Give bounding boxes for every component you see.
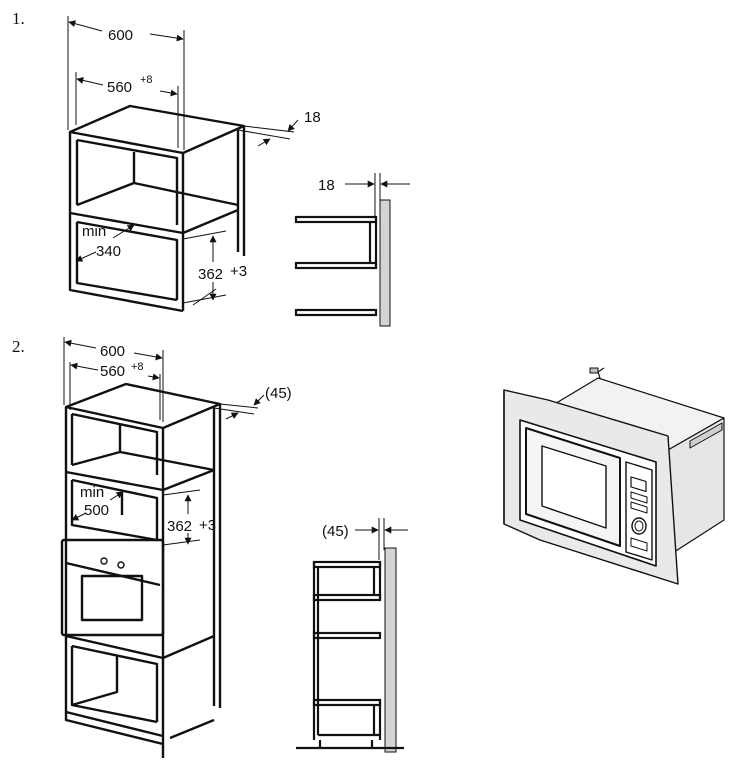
step-1-width-560-arrow-right xyxy=(159,89,178,97)
step-1-height-tolerance: +3 xyxy=(230,263,247,280)
microwave-buttons xyxy=(630,491,648,552)
step-1-min-arrow xyxy=(112,224,135,239)
step-2-tall-cabinet-outline xyxy=(60,382,222,758)
mounting-screw-icon xyxy=(589,367,599,374)
step-2-width-560-arrow-right xyxy=(147,373,160,381)
microwave-display xyxy=(630,476,647,493)
step-1-extension-lines xyxy=(67,16,185,150)
step-2-min-arrow xyxy=(109,491,124,501)
oven-knob-right-icon xyxy=(117,561,125,569)
step-1-number: 1. xyxy=(12,9,25,28)
oven-knob-left-icon xyxy=(100,557,108,565)
step-1-panel-arrow xyxy=(287,119,299,132)
step-2-width-600-arrow-right xyxy=(133,352,163,361)
step-1-panel-detail-label: 18 xyxy=(318,177,335,194)
step-1-width-outer-label: 600 xyxy=(108,27,133,44)
step-1-width-560-arrow-left xyxy=(76,77,104,86)
step-1-panel-arrow-2 xyxy=(257,138,271,147)
step-2-min-label: min xyxy=(80,484,104,501)
step-2-shelves xyxy=(312,560,382,748)
step-1-wall xyxy=(379,199,391,327)
step-2-panel-side-label: (45) xyxy=(265,385,292,402)
step-1-depth-arrow xyxy=(75,251,97,262)
step-1-width-inner-label: 560 xyxy=(107,79,132,96)
step-1-height-depth-tick xyxy=(192,288,217,306)
step-2-depth-label: 500 xyxy=(84,502,109,519)
step-1-min-label: min xyxy=(82,223,106,240)
microwave-dial-icon xyxy=(631,517,647,535)
step-2-depth-arrow xyxy=(71,512,87,521)
step-1-panel-extension xyxy=(237,125,295,140)
step-1-panel-side-label: 18 xyxy=(304,109,321,126)
step-2-wall xyxy=(384,547,397,753)
step-1-width-inner-tolerance: +8 xyxy=(140,74,153,86)
step-2-cabinet-diagram: 2. 600 560 +8 xyxy=(12,337,292,758)
step-1-height-label: 362 xyxy=(198,266,223,283)
step-2-height-extension xyxy=(162,489,201,546)
step-2-height-tolerance: +3 xyxy=(199,517,216,534)
step-2-panel-extension xyxy=(213,403,259,415)
step-1-width-600-arrow-right xyxy=(149,33,184,42)
built-in-microwave-illustration xyxy=(503,367,725,585)
step-1-cabinet-diagram: 1. 600 560 +8 xyxy=(12,9,321,313)
step-1-height-extension xyxy=(182,230,227,304)
step-2-width-560-arrow-left xyxy=(70,362,99,371)
step-2-side-detail: (45) xyxy=(296,518,408,753)
step-1-shelves xyxy=(294,215,378,317)
step-1-width-600-arrow-left xyxy=(68,20,103,32)
step-2-height-label: 362 xyxy=(167,518,192,535)
step-2-extension-lines xyxy=(63,337,164,422)
step-2-number: 2. xyxy=(12,337,25,356)
step-1-depth-label: 340 xyxy=(96,243,121,260)
step-2-width-600-arrow-left xyxy=(64,339,97,349)
step-1-side-detail: 18 xyxy=(294,173,410,327)
step-2-width-outer-label: 600 xyxy=(100,343,125,360)
step-2-width-inner-label: 560 xyxy=(100,363,125,380)
step-2-width-inner-tolerance: +8 xyxy=(131,361,144,373)
step-2-panel-arrow xyxy=(253,394,265,406)
step-2-panel-detail-label: (45) xyxy=(322,523,349,540)
step-2-panel-arrow-2 xyxy=(225,412,239,420)
